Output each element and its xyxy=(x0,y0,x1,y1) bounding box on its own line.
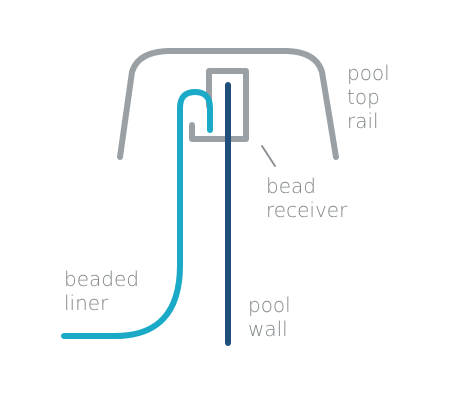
beaded-liner-label-line2: liner xyxy=(64,291,109,315)
label-beaded-liner: beaded liner xyxy=(64,267,139,315)
label-pool-wall: pool wall xyxy=(248,293,291,341)
bead-receiver-label-line2: receiver xyxy=(266,198,348,222)
bead-receiver xyxy=(189,68,249,142)
pool-wall-label-line2: wall xyxy=(248,317,288,341)
pool-top-rail xyxy=(117,48,339,160)
pool-top-rail-label-line2: top xyxy=(347,85,380,109)
pool-wall-label-line1: pool xyxy=(248,293,291,317)
beaded-liner xyxy=(61,89,213,339)
pool-top-rail-label-line3: rail xyxy=(347,109,379,133)
bead-receiver-label-line1: bead xyxy=(266,174,316,198)
pool-top-rail-label-line1: pool xyxy=(347,61,390,85)
label-bead-receiver: bead receiver xyxy=(266,174,348,222)
bead-receiver-leader xyxy=(261,145,276,167)
label-pool-top-rail: pool top rail xyxy=(347,61,390,133)
beaded-liner-label-line1: beaded xyxy=(64,267,139,291)
